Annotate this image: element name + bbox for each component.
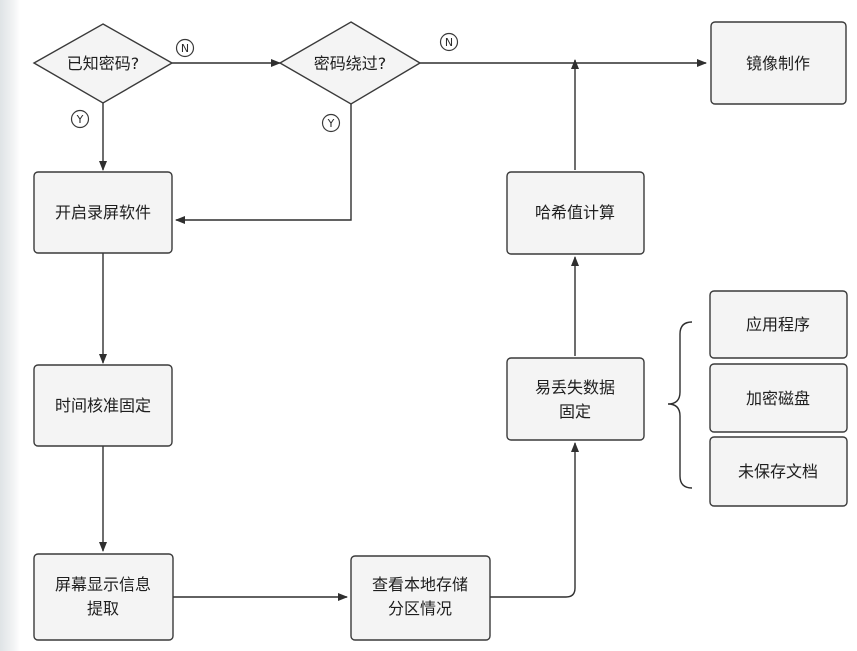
known-password-no-marker: N — [175, 38, 195, 58]
password-bypass-label: 密码绕过? — [314, 54, 387, 73]
applications-label: 应用程序 — [746, 315, 810, 334]
password-bypass-no-marker: N — [439, 32, 459, 52]
check-storage-label-line2: 分区情况 — [388, 599, 452, 618]
applications-box: 应用程序 — [709, 290, 848, 359]
edge-bypass-to-recording — [175, 104, 352, 224]
time-calibration-label: 时间核准固定 — [55, 396, 151, 415]
image-making-label: 镜像制作 — [746, 54, 810, 73]
start-recording-box: 开启录屏软件 — [33, 171, 173, 254]
known-password-label: 已知密码? — [67, 54, 140, 73]
known-password-no-label: N — [181, 42, 189, 55]
password-bypass-yes-marker: Y — [321, 113, 341, 133]
password-bypass-decision: 密码绕过? — [278, 21, 422, 105]
volatile-data-label-line1: 易丢失数据 — [535, 378, 615, 397]
check-storage-label-line1: 查看本地存储 — [372, 575, 468, 594]
unsaved-docs-box: 未保存文档 — [709, 436, 848, 507]
screen-info-box: 屏幕显示信息 提取 — [33, 553, 174, 641]
known-password-yes-label: Y — [76, 113, 84, 126]
time-calibration-box: 时间核准固定 — [33, 364, 173, 447]
hash-calc-box: 哈希值计算 — [506, 171, 645, 255]
unsaved-docs-label: 未保存文档 — [738, 462, 818, 481]
known-password-decision: 已知密码? — [32, 23, 174, 104]
password-bypass-no-label: N — [445, 36, 453, 49]
start-recording-label: 开启录屏软件 — [55, 203, 151, 222]
screen-info-label-line2: 提取 — [87, 599, 119, 618]
check-storage-box: 查看本地存储 分区情况 — [350, 555, 491, 641]
encrypted-disk-box: 加密磁盘 — [709, 363, 848, 433]
edge-storage-to-volatile — [490, 442, 579, 598]
hash-calc-label: 哈希值计算 — [535, 203, 615, 222]
encrypted-disk-label: 加密磁盘 — [746, 389, 810, 408]
window-left-edge — [0, 0, 20, 651]
volatile-data-label-line2: 固定 — [559, 402, 591, 421]
volatile-data-box: 易丢失数据 固定 — [506, 357, 645, 441]
known-password-yes-marker: Y — [70, 109, 90, 129]
screen-info-label-line1: 屏幕显示信息 — [55, 575, 151, 594]
password-bypass-yes-label: Y — [327, 117, 335, 130]
image-making-box: 镜像制作 — [710, 21, 847, 105]
volatile-items-brace — [667, 321, 693, 489]
